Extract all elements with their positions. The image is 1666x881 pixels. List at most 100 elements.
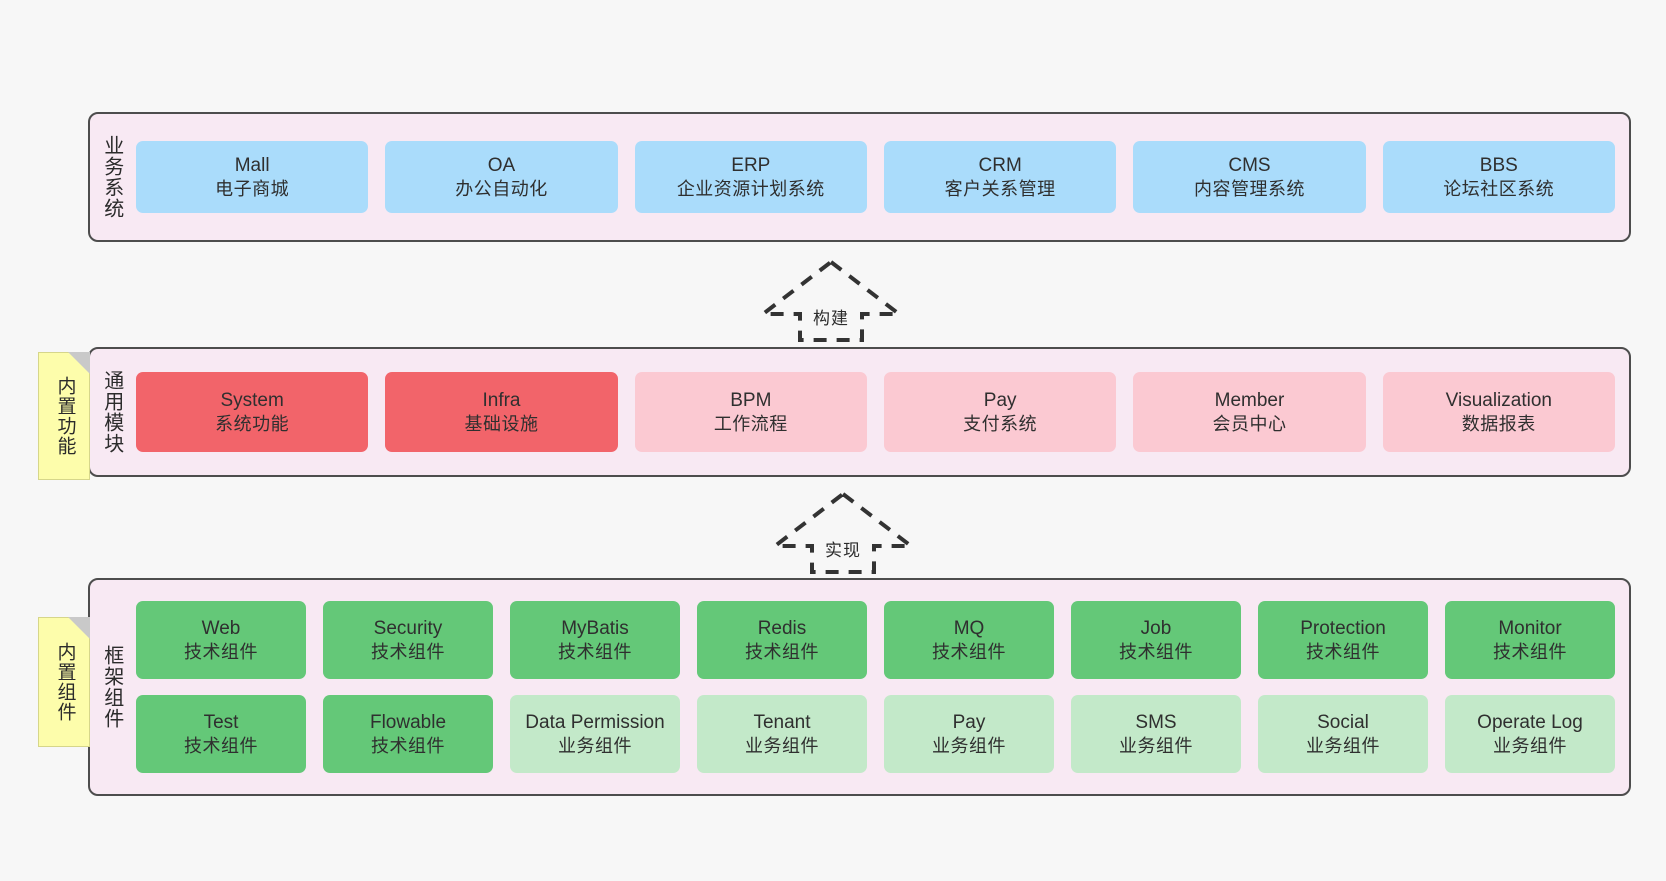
arrow-implement: 实现 — [768, 490, 918, 575]
component-card-cms[interactable]: CMS 内容管理系统 — [1133, 141, 1366, 213]
layer-title-framework-components: 框架组件 — [100, 645, 123, 729]
card-title: Member — [1214, 390, 1285, 412]
card-title: Monitor — [1498, 618, 1562, 640]
card-title: CMS — [1228, 155, 1271, 177]
card-subtitle: 内容管理系统 — [1193, 178, 1305, 199]
card-subtitle: 技术组件 — [1493, 641, 1567, 662]
layer-body-common-modules: System 系统功能 Infra 基础设施 BPM 工作流程 Pay 支付系统… — [132, 349, 1629, 475]
component-card-test[interactable]: Test 技术组件 — [136, 695, 306, 773]
card-subtitle: 数据报表 — [1461, 413, 1536, 434]
component-card-flowable[interactable]: Flowable 技术组件 — [323, 695, 493, 773]
card-title: MQ — [953, 618, 985, 640]
card-subtitle: 业务组件 — [558, 735, 632, 756]
component-card-sms[interactable]: SMS 业务组件 — [1071, 695, 1241, 773]
layer-business-systems: 业务系统 Mall 电子商城 OA 办公自动化 ERP 企业资源计划系统 CRM… — [88, 112, 1631, 242]
card-title: Data Permission — [525, 712, 665, 734]
component-card-member[interactable]: Member 会员中心 — [1133, 372, 1366, 452]
card-subtitle: 技术组件 — [932, 641, 1006, 662]
card-subtitle: 工作流程 — [713, 413, 788, 434]
card-subtitle: 客户关系管理 — [944, 178, 1056, 199]
component-card-redis[interactable]: Redis 技术组件 — [697, 601, 867, 679]
component-card-oa[interactable]: OA 办公自动化 — [385, 141, 618, 213]
component-card-crm[interactable]: CRM 客户关系管理 — [883, 141, 1117, 213]
card-subtitle: 技术组件 — [558, 641, 632, 662]
component-card-monitor[interactable]: Monitor 技术组件 — [1445, 601, 1615, 679]
card-title: Mall — [234, 155, 270, 177]
card-title: Operate Log — [1477, 712, 1583, 734]
component-card-system[interactable]: System 系统功能 — [136, 372, 369, 452]
card-subtitle: 技术组件 — [184, 735, 258, 756]
component-card-data-permission[interactable]: Data Permission 业务组件 — [510, 695, 680, 773]
card-title: BPM — [730, 390, 772, 412]
card-title: Job — [1140, 618, 1172, 640]
card-title: Pay — [983, 390, 1017, 412]
component-card-visualization[interactable]: Visualization 数据报表 — [1382, 372, 1615, 452]
component-row: System 系统功能 Infra 基础设施 BPM 工作流程 Pay 支付系统… — [136, 372, 1615, 452]
card-subtitle: 技术组件 — [184, 641, 258, 662]
card-subtitle: 技术组件 — [371, 735, 445, 756]
card-title: System — [220, 390, 284, 412]
card-title: Security — [373, 618, 443, 640]
component-card-infra[interactable]: Infra 基础设施 — [385, 372, 618, 452]
card-title: SMS — [1135, 712, 1177, 734]
component-card-security[interactable]: Security 技术组件 — [323, 601, 493, 679]
card-title: BBS — [1479, 155, 1518, 177]
component-card-mall[interactable]: Mall 电子商城 — [136, 141, 369, 213]
card-title: Infra — [482, 390, 521, 412]
card-subtitle: 业务组件 — [1493, 735, 1567, 756]
card-title: OA — [487, 155, 516, 177]
sticky-note-builtin-features: 内置功能 — [38, 352, 90, 480]
component-row: Mall 电子商城 OA 办公自动化 ERP 企业资源计划系统 CRM 客户关系… — [136, 141, 1615, 213]
card-title: Social — [1317, 712, 1369, 734]
card-subtitle: 业务组件 — [1119, 735, 1193, 756]
card-subtitle: 技术组件 — [1306, 641, 1380, 662]
card-subtitle: 业务组件 — [932, 735, 1006, 756]
card-subtitle: 业务组件 — [745, 735, 819, 756]
component-card-bpm[interactable]: BPM 工作流程 — [634, 372, 867, 452]
card-title: Visualization — [1445, 390, 1552, 412]
card-title: MyBatis — [561, 618, 629, 640]
arrow-label-build: 构建 — [813, 309, 849, 328]
sticky-note-builtin-components: 内置组件 — [38, 617, 90, 747]
layer-title-business-systems: 业务系统 — [100, 135, 123, 219]
component-card-protection[interactable]: Protection 技术组件 — [1258, 601, 1428, 679]
sticky-note-text: 内置组件 — [54, 642, 76, 722]
arrow-label-implement: 实现 — [825, 541, 861, 560]
component-card-job[interactable]: Job 技术组件 — [1071, 601, 1241, 679]
dashed-hollow-arrow-up-icon — [769, 491, 917, 574]
layer-framework-components: 框架组件 Web 技术组件 Security 技术组件 MyBatis 技术组件… — [88, 578, 1631, 796]
card-title: Pay — [952, 712, 986, 734]
card-subtitle: 办公自动化 — [455, 178, 548, 199]
card-subtitle: 基础设施 — [464, 413, 539, 434]
card-title: Test — [203, 712, 239, 734]
component-card-pay[interactable]: Pay 支付系统 — [883, 372, 1117, 452]
card-title: Protection — [1300, 618, 1386, 640]
card-title: Flowable — [369, 712, 447, 734]
card-subtitle: 电子商城 — [215, 178, 290, 199]
component-card-mybatis[interactable]: MyBatis 技术组件 — [510, 601, 680, 679]
card-subtitle: 企业资源计划系统 — [676, 178, 825, 199]
layer-body-framework-components: Web 技术组件 Security 技术组件 MyBatis 技术组件 Redi… — [132, 580, 1629, 794]
component-card-pay-business[interactable]: Pay 业务组件 — [884, 695, 1054, 773]
component-card-mq[interactable]: MQ 技术组件 — [884, 601, 1054, 679]
card-subtitle: 技术组件 — [745, 641, 819, 662]
component-card-tenant[interactable]: Tenant 业务组件 — [697, 695, 867, 773]
card-title: Web — [201, 618, 241, 640]
card-title: ERP — [731, 155, 771, 177]
card-title: Tenant — [753, 712, 811, 734]
card-subtitle: 业务组件 — [1306, 735, 1380, 756]
card-subtitle: 论坛社区系统 — [1443, 178, 1555, 199]
card-title: Redis — [757, 618, 807, 640]
card-subtitle: 技术组件 — [371, 641, 445, 662]
component-card-web[interactable]: Web 技术组件 — [136, 601, 306, 679]
component-card-social[interactable]: Social 业务组件 — [1258, 695, 1428, 773]
component-row: Test 技术组件 Flowable 技术组件 Data Permission … — [136, 695, 1615, 773]
component-card-bbs[interactable]: BBS 论坛社区系统 — [1382, 141, 1615, 213]
card-subtitle: 系统功能 — [215, 413, 290, 434]
component-card-erp[interactable]: ERP 企业资源计划系统 — [634, 141, 867, 213]
arrow-build: 构建 — [756, 258, 906, 343]
layer-body-business-systems: Mall 电子商城 OA 办公自动化 ERP 企业资源计划系统 CRM 客户关系… — [132, 114, 1629, 240]
component-card-operate-log[interactable]: Operate Log 业务组件 — [1445, 695, 1615, 773]
card-subtitle: 支付系统 — [963, 413, 1038, 434]
dashed-hollow-arrow-up-icon — [757, 259, 905, 342]
